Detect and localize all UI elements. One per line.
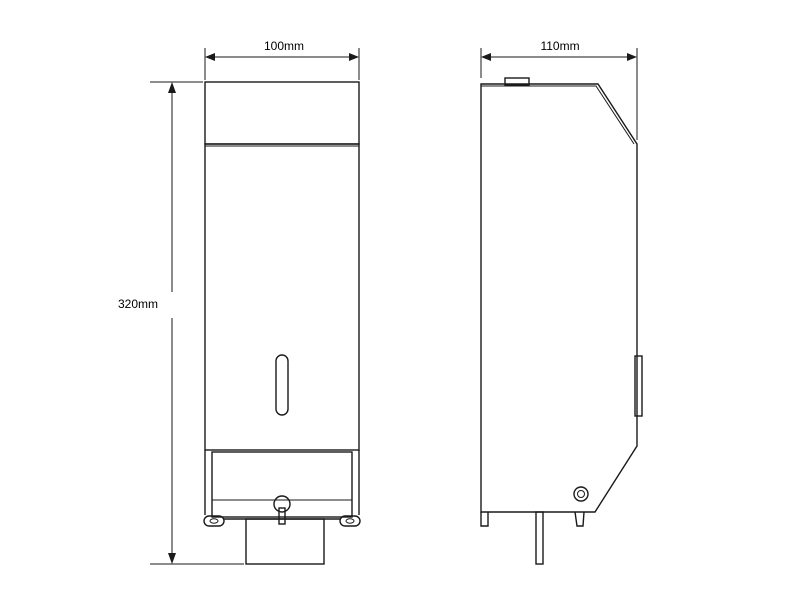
side-profile (480, 83, 638, 513)
height-arrow-bottom (168, 553, 176, 564)
front-width-label: 100mm (264, 39, 304, 53)
front-width-dimension: 100mm (204, 39, 360, 80)
front-body-panel (204, 143, 360, 451)
side-lock-inner (577, 490, 585, 498)
height-arrow-top (168, 82, 176, 93)
side-window-slot (634, 355, 643, 417)
front-width-arrow-left (205, 53, 215, 61)
front-right-lug (339, 515, 361, 527)
height-label: 320mm (118, 297, 158, 311)
side-view (480, 77, 643, 565)
front-top-cap (204, 81, 360, 145)
side-nozzle (535, 511, 544, 565)
front-right-lug-hole (345, 518, 355, 524)
side-top-tab (504, 77, 530, 86)
front-view (203, 81, 361, 565)
side-front-foot (574, 511, 585, 527)
front-pump-stem (278, 507, 286, 525)
front-width-arrow-right (349, 53, 359, 61)
front-level-window (275, 354, 289, 416)
side-depth-arrow-left (481, 53, 491, 61)
front-refill-container (245, 518, 325, 565)
side-rear-foot (480, 512, 489, 527)
front-left-lug-hole (209, 518, 219, 524)
height-dimension: 320mm (118, 81, 244, 565)
side-lock-outer (573, 486, 589, 502)
front-lower-housing (211, 451, 353, 518)
side-top-inner-edge (481, 85, 635, 145)
side-depth-dimension: 110mm (480, 39, 638, 140)
side-depth-label: 110mm (540, 39, 579, 53)
side-depth-arrow-right (627, 53, 637, 61)
front-pump-knob (273, 495, 291, 513)
front-left-lug (203, 515, 225, 527)
